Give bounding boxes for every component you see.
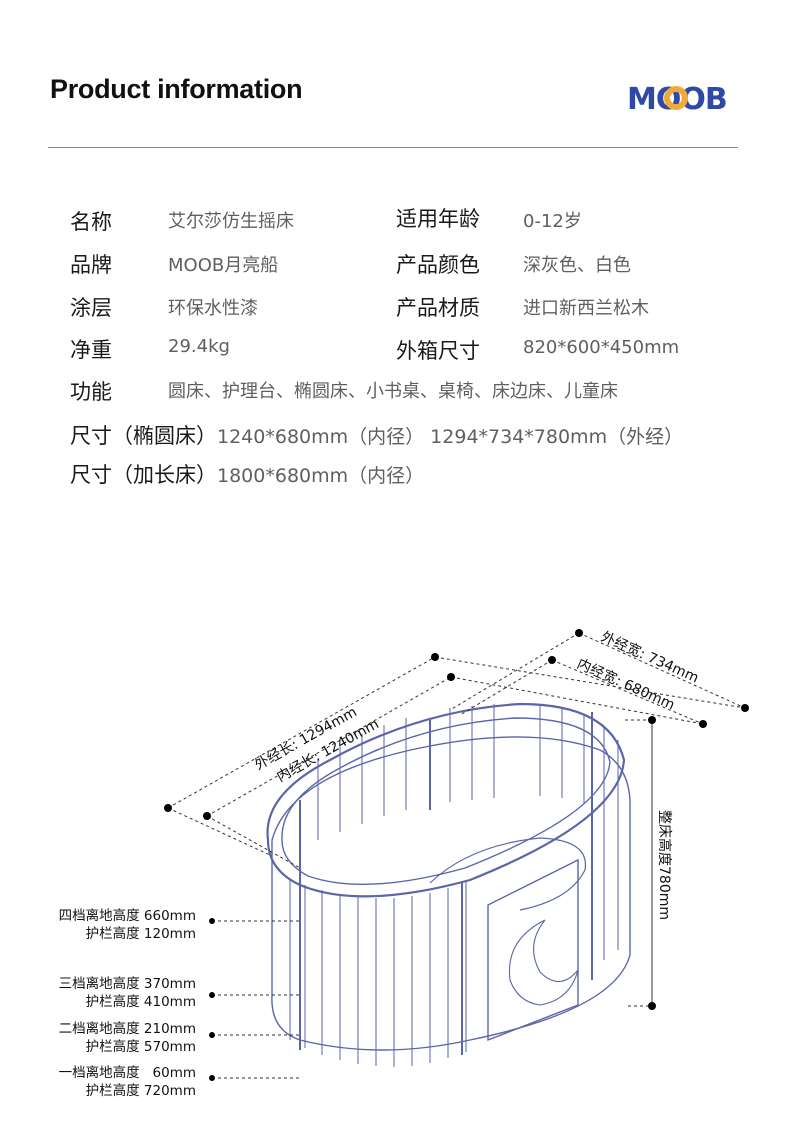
spec-label-brand: 品牌 <box>70 253 112 277</box>
level-3-rail: 护栏高度 410mm <box>86 993 196 1010</box>
level-1-height: 一档离地高度 60mm <box>59 1064 196 1081</box>
spec-value-coating: 环保水性漆 <box>168 298 258 319</box>
level-3-height: 三档离地高度 370mm <box>59 975 196 992</box>
spec-value-weight: 29.4kg <box>168 336 230 357</box>
spec-value-age: 0-12岁 <box>523 211 582 232</box>
spec-value-function: 圆床、护理台、椭圆床、小书桌、桌椅、床边床、儿童床 <box>168 381 618 402</box>
spec-label-coating: 涂层 <box>70 296 112 320</box>
spec-value-brand: MOOB月亮船 <box>168 255 279 276</box>
spec-label-weight: 净重 <box>70 338 112 362</box>
crib-dimension-diagram: 外经长: 1294mm 内经长: 1240mm 外经宽: 734mm 内经宽: … <box>0 600 790 1121</box>
total-height-label: 整床高度780mm <box>656 810 673 920</box>
level-2-rail: 护栏高度 570mm <box>86 1038 196 1055</box>
level-2-height: 二档离地高度 210mm <box>59 1020 196 1037</box>
spec-label-box-size: 外箱尺寸 <box>396 339 480 363</box>
size-row-long: 尺寸（加长床）1800*680mm（内径） <box>70 459 424 489</box>
size-oval-label: 尺寸（椭圆床） <box>70 424 217 448</box>
spec-label-material: 产品材质 <box>396 296 480 320</box>
size-row-oval: 尺寸（椭圆床）1240*680mm（内径） 1294*734*780mm（外经） <box>70 420 683 450</box>
spec-label-color: 产品颜色 <box>396 253 480 277</box>
spec-label-name: 名称 <box>70 210 112 234</box>
spec-label-age: 适用年龄 <box>396 207 480 231</box>
brand-logo: MOOB <box>627 82 745 117</box>
header-divider <box>48 147 738 148</box>
size-long-value: 1800*680mm（内径） <box>217 465 425 487</box>
level-1-rail: 护栏高度 720mm <box>86 1082 196 1099</box>
spec-value-box-size: 820*600*450mm <box>523 337 680 358</box>
crib-illustration <box>266 702 631 1067</box>
dimension-dots <box>164 629 749 1081</box>
spec-label-function: 功能 <box>70 380 112 404</box>
level-4-rail: 护栏高度 120mm <box>86 925 196 942</box>
size-long-label: 尺寸（加长床） <box>70 463 217 487</box>
spec-value-color: 深灰色、白色 <box>523 255 631 276</box>
spec-value-material: 进口新西兰松木 <box>523 298 649 319</box>
dimension-lines <box>167 632 746 1079</box>
page-title: Product information <box>50 74 303 104</box>
size-oval-value: 1240*680mm（内径） 1294*734*780mm（外经） <box>217 426 684 448</box>
level-4-height: 四档离地高度 660mm <box>59 907 196 924</box>
spec-value-name: 艾尔莎仿生摇床 <box>168 211 294 232</box>
